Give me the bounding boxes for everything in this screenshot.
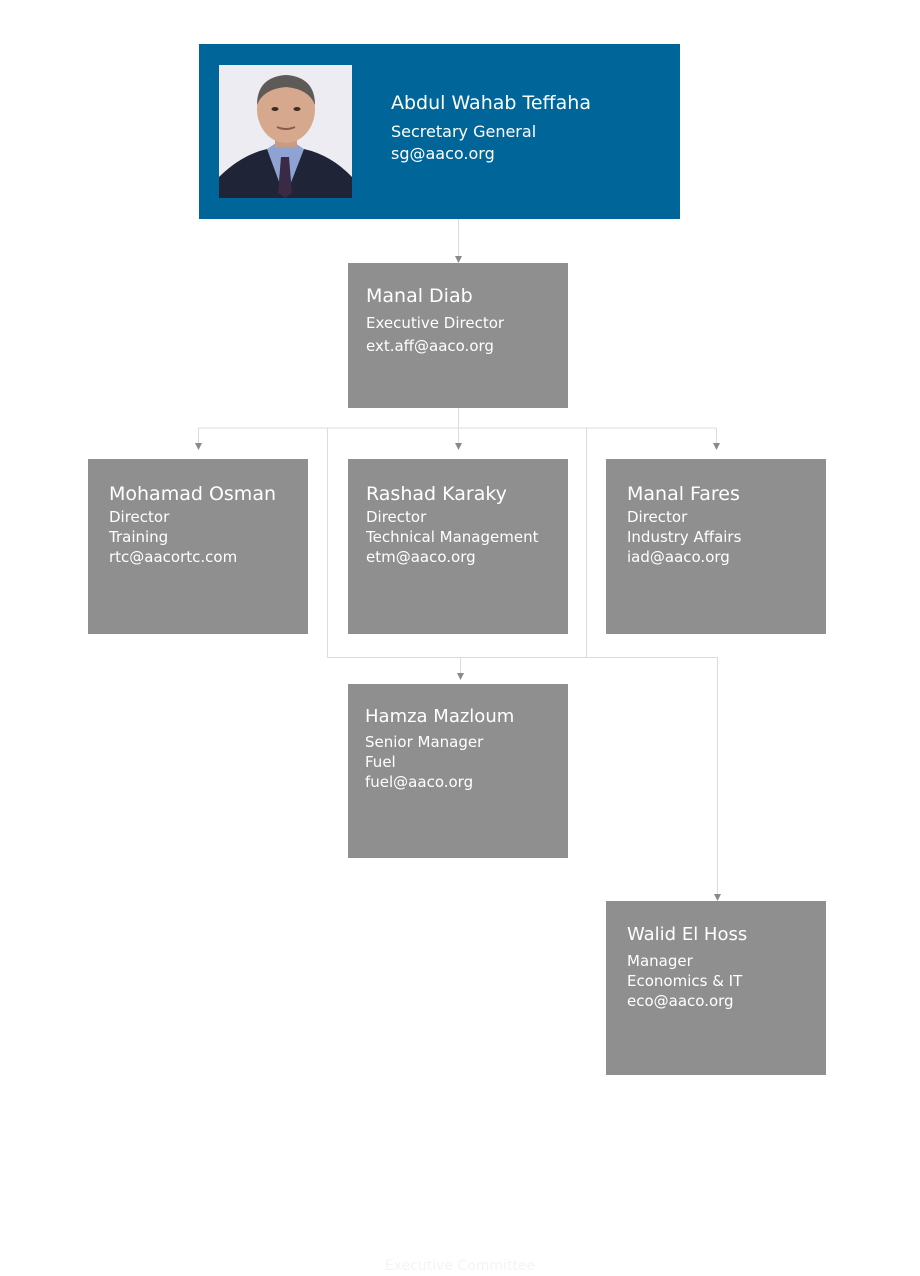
secretary-general-email: sg@aaco.org: [391, 144, 495, 163]
connector-to-fuel: [327, 428, 587, 673]
economics-manager-box: Walid El Hoss Manager Economics & IT eco…: [606, 901, 826, 1075]
director-box-technical: Rashad Karaky Director Technical Managem…: [348, 459, 568, 634]
executive-director-box: Manal Diab Executive Director ext.aff@aa…: [348, 263, 568, 408]
arrow-to-fuel: [457, 673, 464, 680]
director-dept: Industry Affairs: [627, 528, 742, 546]
connector-executive-bus: [198, 408, 717, 443]
footer-caption: Executive Committee: [384, 1258, 536, 1274]
director-dept: Training: [109, 528, 169, 546]
director-email: iad@aaco.org: [627, 548, 730, 566]
fuel-manager-box: Hamza Mazloum Senior Manager Fuel fuel@a…: [348, 684, 568, 858]
economics-manager-title: Manager: [627, 952, 693, 970]
executive-director-email: ext.aff@aaco.org: [366, 337, 494, 355]
economics-manager-name: Walid El Hoss: [627, 924, 748, 945]
arrow-to-training: [195, 443, 202, 450]
economics-manager-email: eco@aaco.org: [627, 992, 734, 1010]
director-title: Director: [109, 508, 170, 526]
secretary-general-name: Abdul Wahab Teffaha: [391, 92, 591, 114]
executive-director-name: Manal Diab: [366, 285, 473, 307]
fuel-manager-title: Senior Manager: [365, 733, 484, 751]
director-name: Manal Fares: [627, 483, 740, 505]
director-title: Director: [366, 508, 427, 526]
fuel-manager-dept: Fuel: [365, 753, 396, 771]
fuel-manager-name: Hamza Mazloum: [365, 706, 515, 727]
executive-director-title: Executive Director: [366, 314, 505, 332]
arrow-to-economics: [714, 894, 721, 901]
arrow-to-executive: [455, 256, 462, 263]
economics-manager-dept: Economics & IT: [627, 972, 743, 990]
director-name: Rashad Karaky: [366, 483, 507, 505]
director-box-training: Mohamad Osman Director Training rtc@aaco…: [88, 459, 308, 634]
director-email: rtc@aacortc.com: [109, 548, 238, 566]
fuel-manager-email: fuel@aaco.org: [365, 773, 474, 791]
connector-to-economics: [586, 657, 718, 894]
secretary-general-box: Abdul Wahab Teffaha Secretary General sg…: [199, 44, 680, 219]
director-title: Director: [627, 508, 688, 526]
arrow-to-industry: [713, 443, 720, 450]
secretary-general-title: Secretary General: [391, 122, 537, 141]
director-name: Mohamad Osman: [109, 483, 277, 505]
director-dept: Technical Management: [366, 528, 539, 546]
portrait-photo: [219, 65, 352, 198]
arrow-to-technical: [455, 443, 462, 450]
director-email: etm@aaco.org: [366, 548, 476, 566]
director-box-industry: Manal Fares Director Industry Affairs ia…: [606, 459, 826, 634]
